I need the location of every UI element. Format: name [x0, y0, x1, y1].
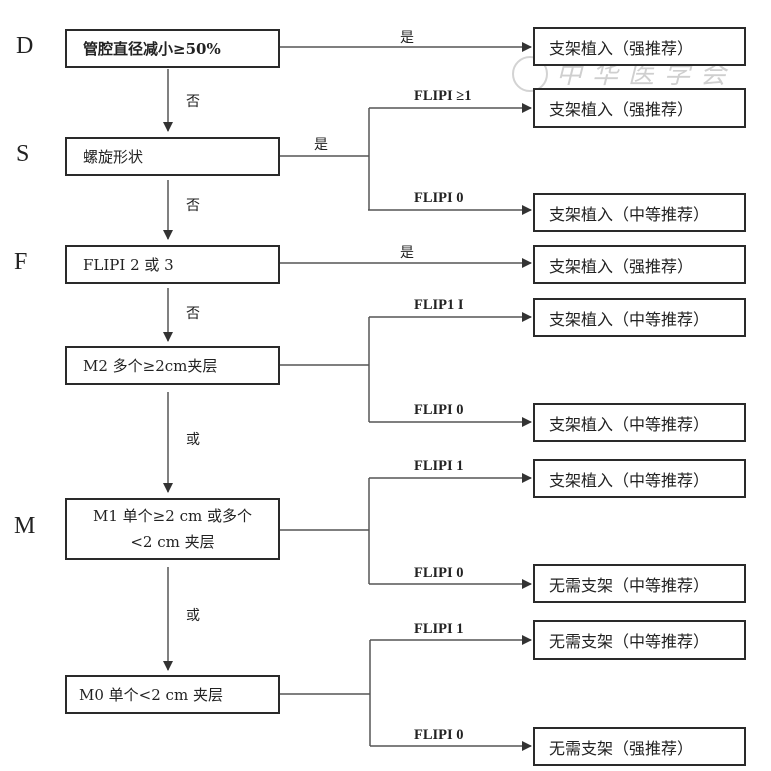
criterion-box-m0: M0 单个<2 cm 夹层 [65, 675, 280, 714]
label-m2-flipi-0: FLIPI 0 [414, 402, 464, 418]
criterion-text-m1-line2: <2 cm 夹层 [130, 533, 215, 551]
outcome-box: 支架植入（中等推荐） [533, 193, 746, 232]
outcome-box: 支架植入（强推荐） [533, 88, 746, 128]
outcome-text: 支架植入（强推荐） [549, 38, 694, 58]
outcome-text: 无需支架（中等推荐） [549, 632, 710, 651]
label-f-yes: 是 [400, 245, 414, 261]
stage-letter-s: S [16, 141, 30, 167]
outcome-text: 支架植入（中等推荐） [549, 309, 710, 329]
label-m1-to-m0: 或 [186, 608, 200, 624]
criterion-box-s: 螺旋形状 [65, 137, 280, 176]
label-d-to-s: 否 [186, 94, 200, 110]
outcome-box: 无需支架（中等推荐） [533, 564, 746, 603]
outcome-box: 支架植入（强推荐） [533, 245, 746, 284]
criterion-box-m1: M1 单个≥2 cm 或多个 <2 cm 夹层 [65, 498, 280, 560]
label-m0-flipi-1: FLIPI 1 [414, 621, 464, 637]
label-d-yes: 是 [400, 30, 414, 46]
outcome-text: 支架植入（强推荐） [549, 256, 694, 276]
label-m2-flipi-1: FLIP1 I [414, 297, 464, 313]
label-s-to-f: 否 [186, 198, 200, 214]
watermark-seal-icon [512, 56, 548, 92]
criterion-text-f: FLIPI 2 或 3 [83, 256, 174, 274]
stage-letter-m: M [14, 513, 36, 539]
outcome-box: 支架植入（强推荐） [533, 27, 746, 66]
label-f-to-m2: 否 [186, 306, 200, 322]
criterion-box-f: FLIPI 2 或 3 [65, 245, 280, 284]
label-m2-to-m1: 或 [186, 432, 200, 448]
outcome-box: 无需支架（强推荐） [533, 727, 746, 766]
label-s-flipi-0: FLIPI 0 [414, 190, 464, 206]
label-m0-flipi-0: FLIPI 0 [414, 727, 464, 743]
criterion-box-d: 管腔直径减小≥50% [65, 29, 280, 68]
criterion-box-m2: M2 多个≥2cm夹层 [65, 346, 280, 385]
criterion-text-s: 螺旋形状 [83, 148, 144, 166]
outcome-box: 无需支架（中等推荐） [533, 620, 746, 660]
stage-letter-f: F [14, 249, 28, 275]
label-m1-flipi-0: FLIPI 0 [414, 565, 464, 581]
outcome-text: 支架植入（中等推荐） [549, 204, 710, 224]
label-s-flipi-ge1: FLIPI ≥1 [414, 88, 472, 104]
criterion-text-m2: M2 多个≥2cm夹层 [83, 357, 218, 375]
criterion-text-d: 管腔直径减小≥50% [83, 40, 221, 58]
label-s-yes: 是 [314, 137, 328, 153]
outcome-text: 无需支架（强推荐） [549, 738, 694, 758]
outcome-box: 支架植入（中等推荐） [533, 459, 746, 498]
outcome-box: 支架植入（中等推荐） [533, 403, 746, 442]
outcome-text: 支架植入（中等推荐） [549, 470, 710, 490]
outcome-text: 无需支架（中等推荐） [549, 575, 710, 595]
outcome-text: 支架植入（强推荐） [549, 100, 694, 119]
outcome-text: 支架植入（中等推荐） [549, 414, 710, 434]
outcome-box: 支架植入（中等推荐） [533, 298, 746, 337]
criterion-text-m1-line1: M1 单个≥2 cm 或多个 [93, 507, 252, 525]
criterion-text-m0: M0 单个<2 cm 夹层 [79, 686, 223, 704]
stage-letter-d: D [16, 33, 34, 59]
label-m1-flipi-1: FLIPI 1 [414, 458, 464, 474]
